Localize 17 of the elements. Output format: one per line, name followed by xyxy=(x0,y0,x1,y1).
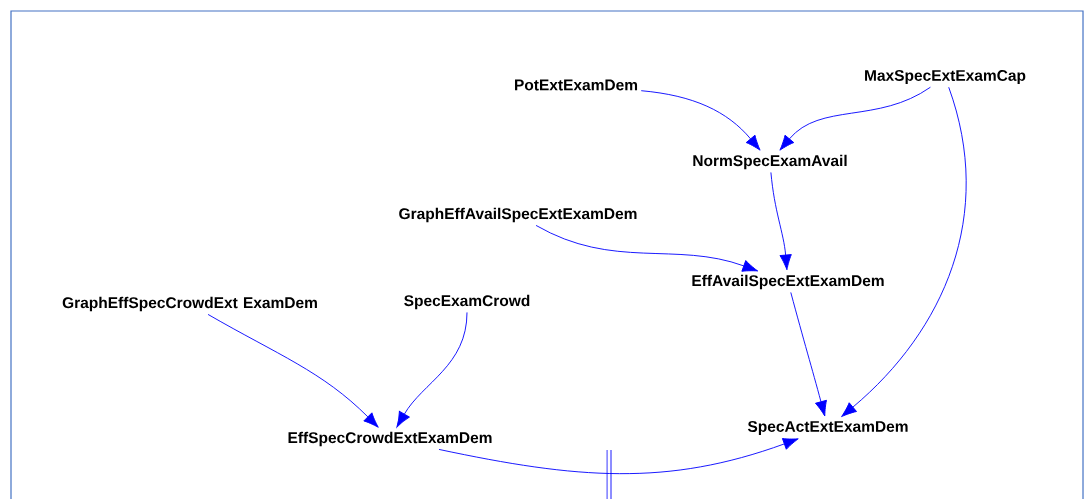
arrow xyxy=(640,90,761,151)
arrow xyxy=(841,86,967,418)
variable-label: PotExtExamDem xyxy=(515,79,638,91)
variable-label: EffSpecCrowdExtExamDem xyxy=(288,431,492,447)
arrow xyxy=(770,171,792,271)
variable-label: GraphEffAvailSpecExtExamDem xyxy=(399,207,637,223)
arrow xyxy=(396,311,468,428)
variable-label: MaxSpecExtExamCap xyxy=(865,70,1026,84)
variable-label: GraphEffSpecCrowdExt ExamDem xyxy=(62,296,317,312)
variable-label: SpecExamCrowd xyxy=(404,294,530,310)
variable-label: EffAvailSpecExtExamDem xyxy=(692,274,884,290)
arrow xyxy=(790,291,827,417)
arrow xyxy=(207,313,379,428)
variable-label: NormSpecExamAvail xyxy=(693,154,847,170)
arrow xyxy=(535,224,759,272)
variable-label: SpecActExtExamDem xyxy=(747,421,908,435)
arrow xyxy=(779,86,931,151)
